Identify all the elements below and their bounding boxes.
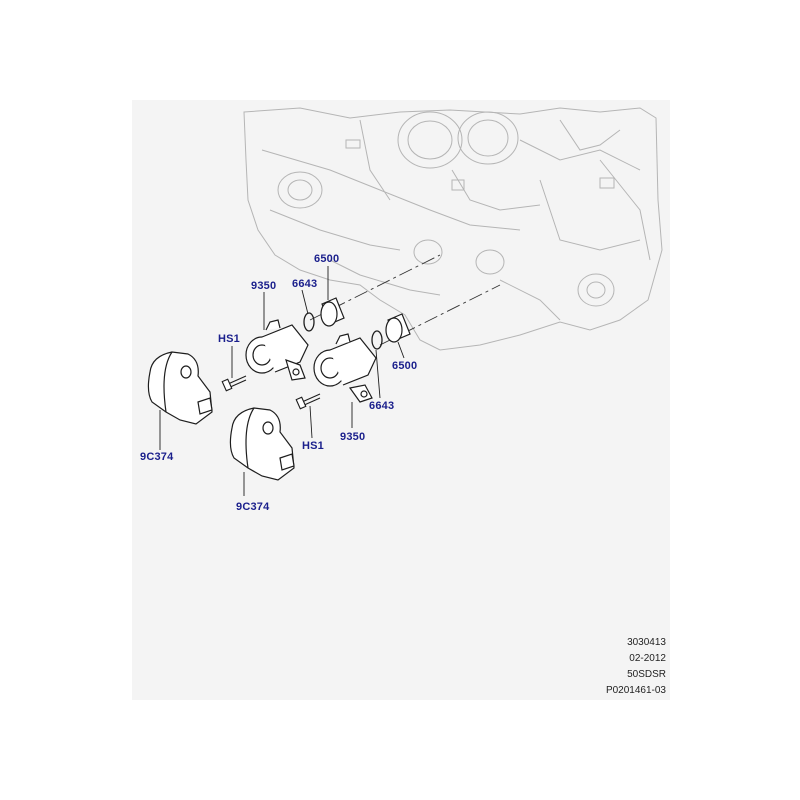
fuel-pump-9350-right — [313, 333, 377, 403]
pump-cover-9c374-bottom — [229, 407, 295, 481]
reference-code: 50SDSR — [627, 669, 666, 680]
pump-cover-9c374-left — [147, 351, 213, 425]
callout-9c374-left: 9C374 — [140, 451, 174, 463]
fuel-pump-9350-left — [245, 319, 309, 381]
callout-6500-top: 6500 — [314, 253, 340, 265]
callout-9350-right: 9350 — [340, 431, 366, 443]
spacer-sleeve-6500-top — [320, 297, 345, 327]
callout-9350-left: 9350 — [251, 280, 277, 292]
engine-block-outline — [243, 107, 663, 351]
bolt-hs1-left — [221, 375, 247, 392]
callout-hs1-left: HS1 — [218, 333, 240, 345]
callout-hs1-bottom: HS1 — [302, 440, 324, 452]
diagram-frame — [132, 100, 670, 700]
callout-6500-right: 6500 — [392, 360, 418, 372]
o-ring-6643-top — [303, 312, 315, 332]
callout-6643-right: 6643 — [369, 400, 395, 412]
spacer-sleeve-6500-right — [385, 313, 411, 343]
assembly-axis-lines — [309, 254, 501, 346]
reference-date: 02-2012 — [629, 653, 666, 664]
callout-9c374-bottom: 9C374 — [236, 501, 270, 513]
illustration-id: P0201461-03 — [605, 685, 666, 696]
bolt-hs1-right — [295, 393, 321, 410]
reference-number: 3030413 — [627, 637, 666, 648]
callout-leader-lines — [159, 266, 405, 496]
callout-6643-top: 6643 — [292, 278, 318, 290]
o-ring-6643-right — [371, 330, 383, 350]
